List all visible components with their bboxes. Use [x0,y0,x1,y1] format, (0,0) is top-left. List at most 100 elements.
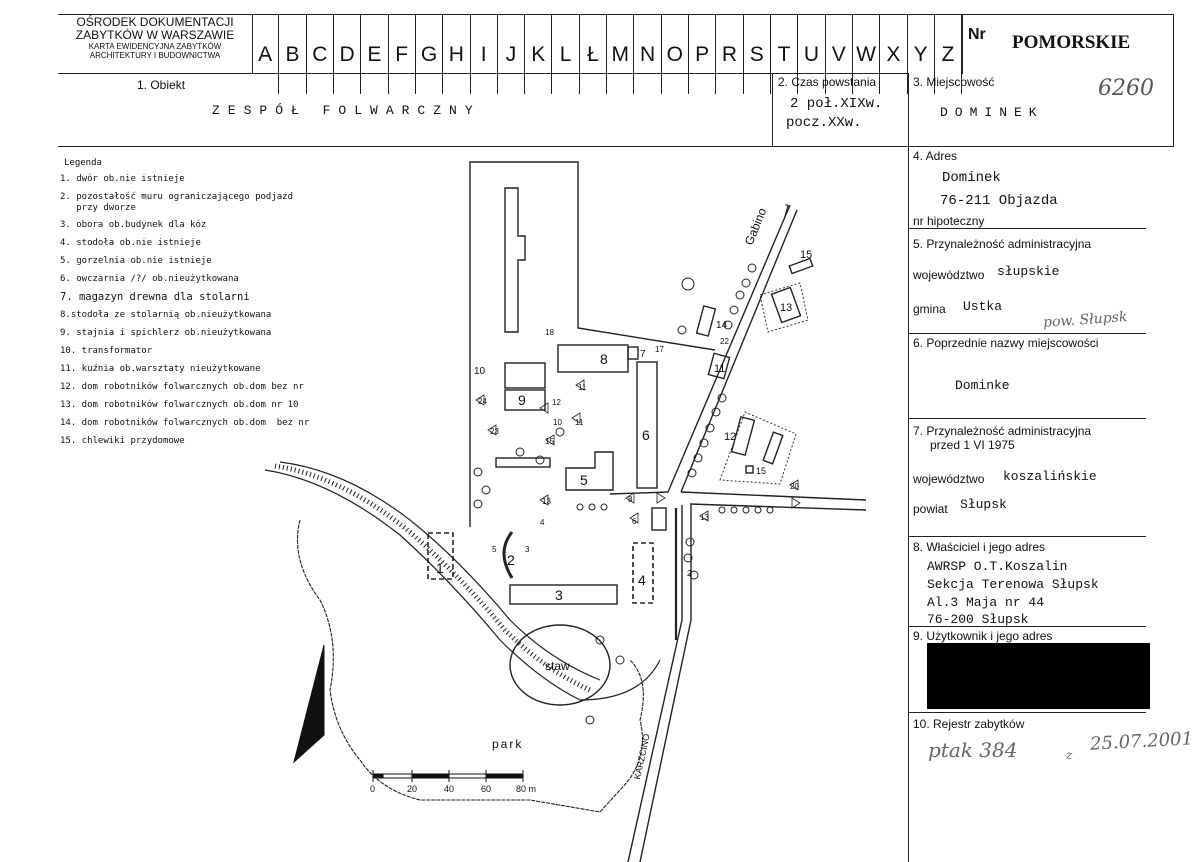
scale-bar [372,770,524,782]
index-letter-g: G [416,14,444,94]
svg-text:22: 22 [720,337,729,346]
road-gabino-left [667,204,791,493]
map-label-15: 15 [800,249,812,261]
institution-block: OŚRODEK DOKUMENTACJI ZABYTKÓW W WARSZAWI… [62,16,248,61]
legend-item: 3. obora ob.budynek dla kóz [60,220,207,230]
woj-old-value: koszalińskie [1003,469,1097,484]
scale-tick-60: 60 [481,784,491,794]
building-12b [762,431,784,465]
hipoteczny-label: nr hipoteczny [913,214,985,228]
index-letter-x: X [880,14,908,94]
building-15-small [745,465,754,474]
legend-item: 4. stodoła ob.nie istnieje [60,238,201,248]
index-letter-e: E [361,14,389,94]
svg-text:10: 10 [553,418,562,427]
slope-outer [264,469,661,701]
uzytkownik-label: 9. Użytkownik i jego adres [913,629,1053,643]
legend-item: 12. dom robotników folwarcznych ob.dom b… [60,382,304,392]
index-letter-ł: Ł [580,14,608,94]
road-gabino-right [680,209,798,493]
slope-inner [279,461,601,681]
legend-item: 14. dom robotników folwarcznych ob.dom b… [60,418,310,428]
przed1975-label-line1: 7. Przynależność administracyjna [913,424,1092,438]
svg-text:11: 11 [578,383,587,392]
index-letter-c: C [307,14,334,94]
road-karzcino-right [639,505,692,862]
building-12 [730,415,756,457]
map-label-14: 14 [716,320,728,331]
building-9 [504,389,546,411]
rejestr-hand-left: ptak 384 [928,738,1018,762]
czas-value-line2: pocz.XXw. [786,115,862,131]
tall-shed-outline [504,187,526,333]
map-label-3: 3 [555,587,563,603]
svg-text:5: 5 [492,545,497,554]
gmina-label: gmina [913,302,946,316]
svg-text:6: 6 [632,517,637,526]
index-letter-k: K [525,14,553,94]
institution-line2: ZABYTKÓW W WARSZAWIE [75,28,235,42]
svg-text:17: 17 [655,345,664,354]
woj-old-label: województwo [913,472,985,486]
map-label-7: 7 [640,349,646,360]
index-letter-j: J [498,14,526,94]
building-1-demolished [427,532,454,580]
index-letter-b: B [279,14,307,94]
rule-7-8 [908,536,1146,537]
wlasciciel-line3: Al.3 Maja nr 44 [927,595,1045,610]
legend-item: 7. magazyn drewna dla stolarni [60,291,250,303]
legend-item: 6. owczarnia /?/ ob.nieużytkowana [60,274,239,284]
obiekt-label: 1. Obiekt [137,78,186,92]
index-letter-i: I [471,14,498,94]
svg-text:24: 24 [478,397,487,406]
svg-text:3: 3 [525,545,530,554]
scale-tick-80: 80 m [516,784,536,794]
enclosure-line [469,161,716,527]
powiat-label: powiat [913,502,948,516]
index-letter-m: M [607,14,635,94]
index-letter-a: A [252,14,280,94]
map-label-15b: 15 [756,466,766,476]
index-letter-z: Z [935,14,963,94]
map-label-9: 9 [518,392,526,408]
card-number: 6260 [1098,76,1154,101]
map-label-11: 11 [714,363,725,375]
legend-item: 2. pozostałość muru ograniczającego podj… [60,192,293,213]
rule-6-7 [908,418,1146,419]
przynaleznosc-label: 5. Przynależność administracyjna [913,237,1092,251]
legend-item: 5. gorzelnia ob.nie istnieje [60,256,212,266]
map-pond-label: staw [545,659,570,673]
rejestr-label: 10. Rejestr zabytków [913,717,1025,731]
index-letter-t: T [771,14,799,94]
wall-2 [502,531,514,579]
map-label-5: 5 [580,472,588,488]
building-3 [509,584,618,605]
svg-text:18: 18 [545,328,554,337]
map-label-4: 4 [638,572,646,588]
institution-divider [252,14,253,74]
adres-line2: 76-211 Objazda [940,193,1058,209]
legend-item: 13. dom robotników folwarcznych ob.dom n… [60,400,299,410]
index-letter-l: L [552,14,580,94]
redacted-box [927,643,1150,709]
yard-12 [719,411,797,485]
header-bottom-rule [58,73,908,74]
przed1975-label-line2: przed 1 VI 1975 [930,438,1015,452]
map-label-12: 12 [724,431,736,443]
svg-text:23: 23 [490,427,499,436]
building-11 [707,352,731,380]
adres-label: 4. Adres [913,149,958,163]
svg-text:13: 13 [700,513,709,522]
rule-8-9 [908,626,1146,627]
yard-13 [759,282,809,333]
map-label-6: 6 [642,427,650,443]
top-fields-rule [58,146,1173,147]
nr-divider [962,14,963,74]
region-name: POMORSKIE [1012,32,1131,53]
building-5 [565,451,614,491]
svg-text:2: 2 [687,569,692,578]
czas-value-line1: 2 poł.XIXw. [790,96,883,112]
gmina-value: Ustka [963,299,1003,314]
